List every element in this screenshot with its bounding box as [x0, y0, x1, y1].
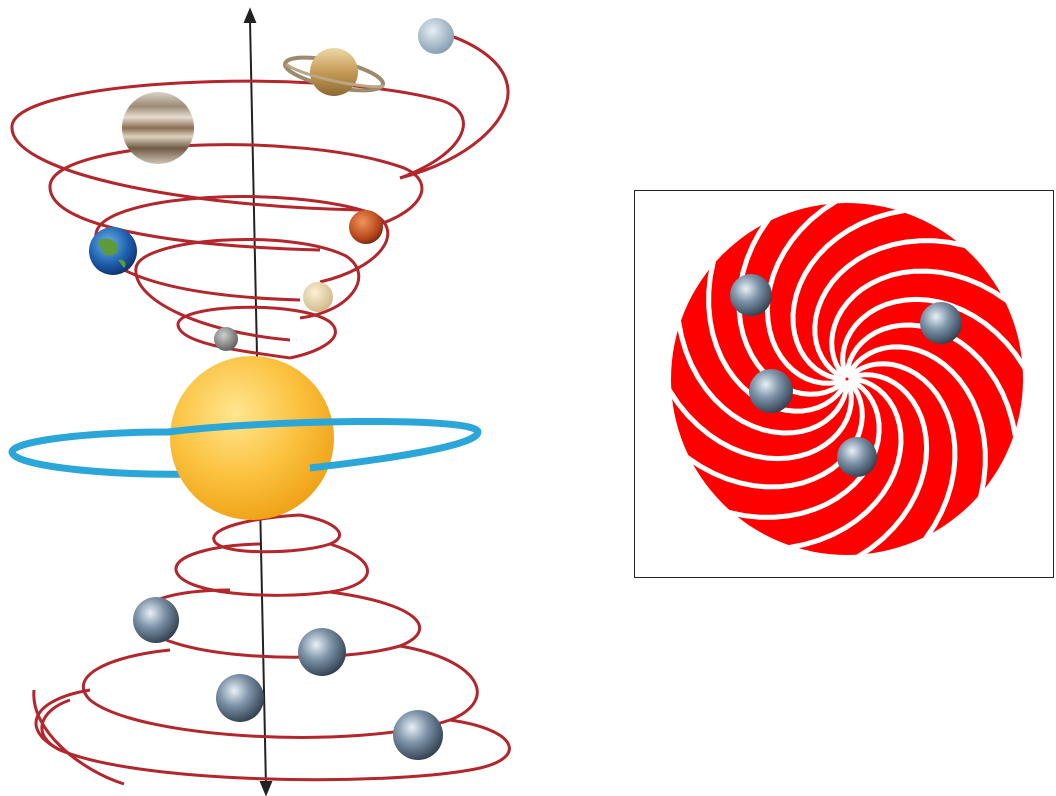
mars-icon [349, 210, 383, 244]
vortex-arm-gap [666, 380, 854, 462]
vortex-arm-gap [840, 296, 1028, 378]
earth-like-planet-icon [920, 302, 962, 344]
vortex-arm-gap [846, 344, 988, 500]
vortex-arm-gap [736, 216, 847, 397]
jupiter-icon [122, 92, 194, 164]
earth-like-planet-icon [837, 437, 877, 477]
earth-like-planet-icon [216, 674, 264, 722]
vortex-panel [634, 190, 1054, 578]
equatorial-ring-front [167, 417, 482, 472]
vortex-arm-gap [829, 268, 1010, 379]
vortex-arm-gap [676, 319, 850, 436]
equatorial-ring-back [8, 428, 191, 478]
vortex-arm-gap [790, 208, 907, 382]
vortex-arm-gap [812, 238, 968, 380]
vortex-arm-gap [787, 376, 904, 550]
vortex-arm-gap [847, 361, 958, 542]
earth-like-planet-icon [393, 710, 443, 760]
uranus-icon [418, 18, 454, 54]
earth-like-planet-icon [298, 628, 346, 676]
vortex-bodies [730, 274, 962, 477]
venus-icon [303, 282, 333, 312]
earth-like-planet-icon [133, 597, 179, 643]
saturn-icon [283, 48, 385, 96]
lower-bodies [133, 597, 443, 760]
red-vortex-disc [666, 198, 1028, 560]
vortex-arm-gap [764, 198, 846, 386]
earth-icon [89, 227, 137, 275]
mercury-icon [214, 327, 238, 351]
sun-icon [170, 356, 334, 520]
vortex-disc-fill [671, 203, 1023, 555]
vortex-arm-gap [684, 379, 865, 490]
upper-spiral [10, 28, 510, 360]
vortex-arm-gap [848, 372, 930, 560]
earth-like-planet-icon [749, 369, 793, 413]
earth-like-planet-icon [730, 274, 772, 316]
